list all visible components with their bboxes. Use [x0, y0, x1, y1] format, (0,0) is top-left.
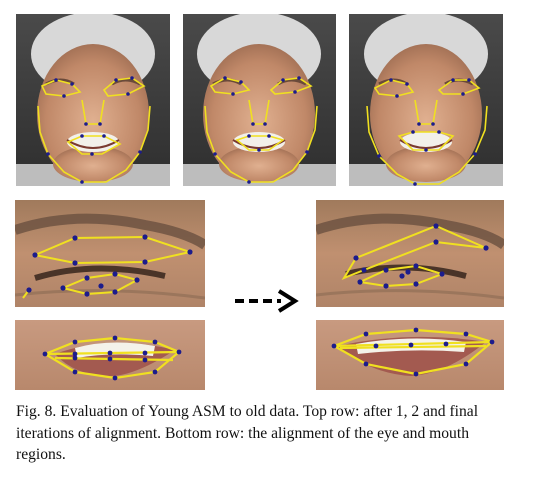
face-photo-final-iteration	[349, 14, 503, 186]
face-photo-iteration-2	[183, 14, 336, 186]
eye-region-after-alignment	[316, 200, 504, 307]
dashed-right-arrow-icon	[233, 288, 299, 314]
figure-caption: Fig. 8. Evaluation of Young ASM to old d…	[16, 403, 479, 463]
eye-region-before-alignment	[15, 200, 205, 307]
mouth-region-before-alignment	[15, 320, 205, 390]
face-photo-iteration-1	[16, 14, 170, 186]
mouth-region-after-alignment	[316, 320, 504, 390]
